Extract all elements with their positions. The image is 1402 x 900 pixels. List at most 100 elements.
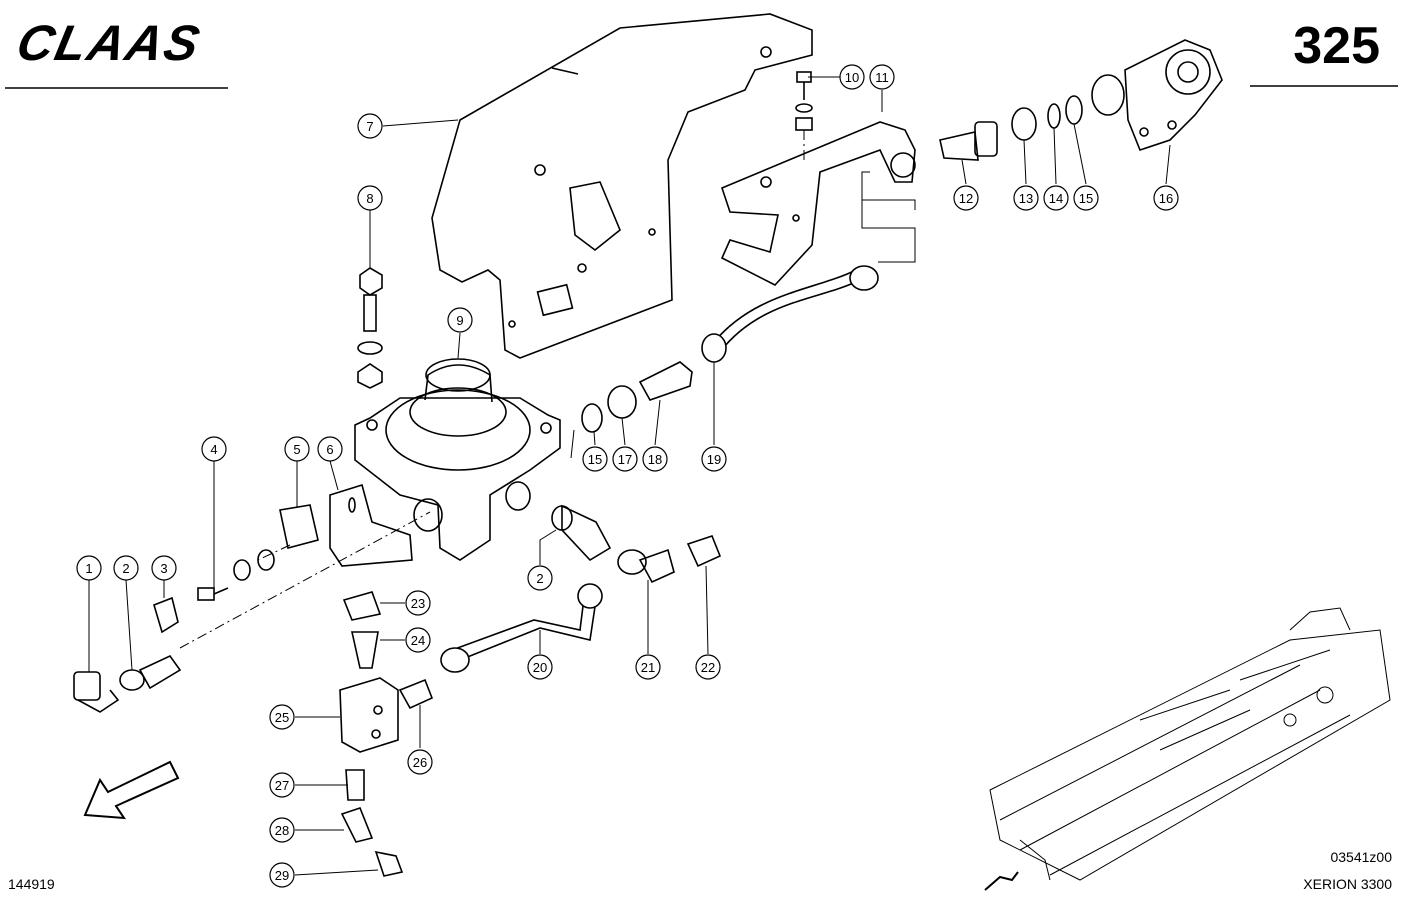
bracket-plate xyxy=(431,13,813,359)
svg-text:29: 29 xyxy=(275,868,289,883)
svg-text:23: 23 xyxy=(411,596,425,611)
pipe-19 xyxy=(701,171,916,363)
svg-text:14: 14 xyxy=(1049,191,1063,206)
callout-9: 9 xyxy=(447,307,473,333)
callout-17: 17 xyxy=(612,446,638,472)
bracket-6 xyxy=(329,483,413,567)
callout-8: 8 xyxy=(357,185,383,211)
svg-text:11: 11 xyxy=(875,70,889,85)
callout-15: 15 xyxy=(1073,185,1099,211)
callout-20: 20 xyxy=(527,654,553,680)
callout-24: 24 xyxy=(405,627,431,653)
fitting-27 xyxy=(345,769,365,801)
svg-text:8: 8 xyxy=(366,191,373,206)
fitting-23 xyxy=(342,591,382,621)
callout-25: 25 xyxy=(269,704,295,730)
tee-fitting-2 xyxy=(119,654,182,691)
block-25 xyxy=(339,677,399,753)
callout-4: 4 xyxy=(201,436,227,462)
callout-3: 3 xyxy=(151,555,177,581)
svg-text:17: 17 xyxy=(618,452,632,467)
callout-26: 26 xyxy=(407,749,433,775)
elbow-fitting-1 xyxy=(73,671,120,713)
callout-6: 6 xyxy=(317,436,343,462)
tee-fitting-2b xyxy=(551,504,612,562)
valve-9 xyxy=(354,358,561,561)
svg-text:10: 10 xyxy=(845,70,859,85)
svg-text:15: 15 xyxy=(1079,191,1093,206)
callout-1: 1 xyxy=(76,555,102,581)
callout-27: 27 xyxy=(269,772,295,798)
document-id: 144919 xyxy=(8,876,55,892)
svg-text:13: 13 xyxy=(1019,191,1033,206)
callout-18: 18 xyxy=(642,446,668,472)
plate-5 xyxy=(279,504,319,549)
svg-text:21: 21 xyxy=(641,660,655,675)
svg-text:3: 3 xyxy=(160,561,167,576)
pipe-20 xyxy=(440,583,603,673)
washer-14 xyxy=(1047,103,1061,129)
callout-19: 19 xyxy=(701,446,727,472)
callout-7: 7 xyxy=(357,113,383,139)
fitting-29 xyxy=(374,850,404,877)
svg-text:12: 12 xyxy=(959,191,973,206)
callout-5: 5 xyxy=(284,436,310,462)
callout-22: 22 xyxy=(695,654,721,680)
elbow-21 xyxy=(617,548,675,584)
callout-23: 23 xyxy=(405,590,431,616)
svg-text:26: 26 xyxy=(413,755,427,770)
svg-text:22: 22 xyxy=(701,660,715,675)
svg-text:18: 18 xyxy=(648,452,662,467)
bolt-8 xyxy=(357,267,383,389)
callout-12: 12 xyxy=(953,185,979,211)
svg-text:16: 16 xyxy=(1159,191,1173,206)
model-name: XERION 3300 xyxy=(1303,876,1392,892)
callout-29: 29 xyxy=(269,862,295,888)
seal-15b xyxy=(581,403,603,433)
svg-text:19: 19 xyxy=(707,452,721,467)
fitting-18 xyxy=(638,361,693,401)
svg-text:5: 5 xyxy=(293,442,300,457)
svg-text:7: 7 xyxy=(366,119,373,134)
elbow-28 xyxy=(340,807,374,843)
fitting-3 xyxy=(153,596,179,634)
svg-text:20: 20 xyxy=(533,660,547,675)
svg-text:1: 1 xyxy=(85,561,92,576)
svg-text:28: 28 xyxy=(275,823,289,838)
seal-15 xyxy=(1065,95,1083,125)
callout-15b: 15 xyxy=(582,446,608,472)
svg-text:6: 6 xyxy=(326,442,333,457)
svg-text:27: 27 xyxy=(275,778,289,793)
drawing-code: 03541z00 xyxy=(1330,849,1392,865)
callout-16: 16 xyxy=(1153,185,1179,211)
mounting-bracket xyxy=(720,121,916,286)
callout-11: 11 xyxy=(869,64,895,90)
leader-lines xyxy=(88,76,1171,876)
fitting-26 xyxy=(398,678,434,710)
callout-2b: 2 xyxy=(527,565,553,591)
callout-13: 13 xyxy=(1013,185,1039,211)
svg-text:2: 2 xyxy=(536,571,543,586)
bolt-10 xyxy=(795,71,813,160)
svg-text:24: 24 xyxy=(411,633,425,648)
fitting-12 xyxy=(939,121,998,161)
callout-28: 28 xyxy=(269,817,295,843)
callout-21: 21 xyxy=(635,654,661,680)
svg-text:25: 25 xyxy=(275,710,289,725)
bolt-4 xyxy=(197,549,275,601)
coupling-head-16 xyxy=(1091,39,1223,151)
svg-text:4: 4 xyxy=(210,442,217,457)
machine-frame-overview xyxy=(984,607,1391,891)
page-number: 325 xyxy=(1293,17,1380,75)
callout-14: 14 xyxy=(1043,185,1069,211)
nut-22 xyxy=(686,535,722,568)
svg-text:2: 2 xyxy=(122,561,129,576)
callout-2: 2 xyxy=(113,555,139,581)
callout-10: 10 xyxy=(839,64,865,90)
nut-13 xyxy=(1011,107,1037,141)
svg-text:15: 15 xyxy=(588,452,602,467)
fitting-24 xyxy=(351,631,379,669)
direction-arrow-icon xyxy=(83,760,180,820)
